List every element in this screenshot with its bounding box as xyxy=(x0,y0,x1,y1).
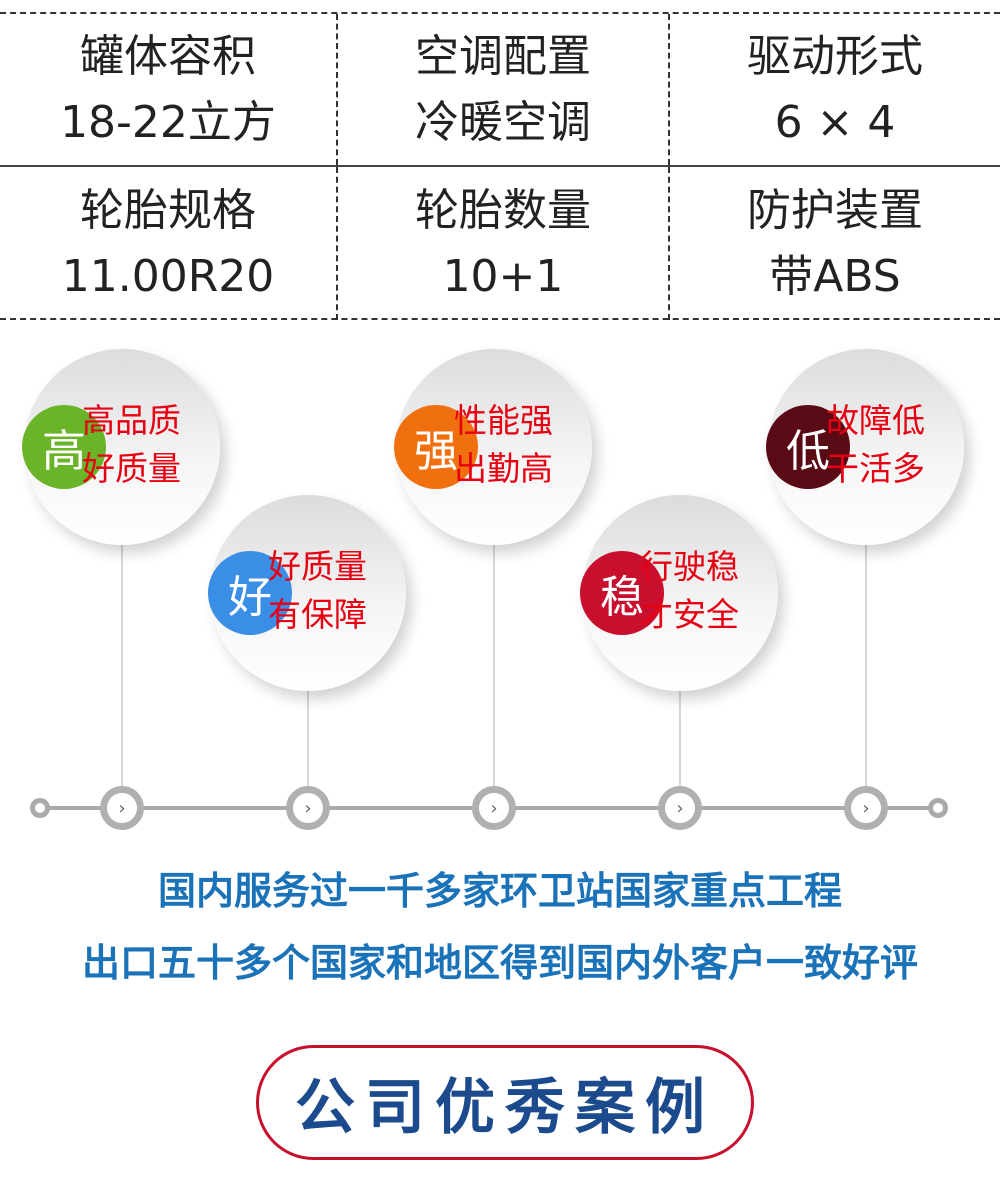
spec-value: 18-22立方 xyxy=(60,96,276,148)
timeline-end-dot xyxy=(928,798,948,818)
feature-line: 好质量 xyxy=(268,547,367,586)
timeline-stem xyxy=(121,447,123,808)
timeline-end-dot xyxy=(30,798,50,818)
feature-bubble: 高 高品质好质量 xyxy=(22,349,220,545)
chevron-right-icon: › xyxy=(118,797,126,819)
chevron-right-icon: › xyxy=(676,797,684,819)
spec-cell: 防护装置带ABS xyxy=(668,167,1000,320)
feature-text: 好质量有保障 xyxy=(268,543,367,639)
spec-cell: 空调配置冷暖空调 xyxy=(336,14,668,165)
section-title-pill: 公司优秀案例 xyxy=(256,1045,754,1160)
chevron-right-icon: › xyxy=(490,797,498,819)
feature-line: 高品质 xyxy=(82,401,181,440)
spec-table: 罐体容积 18-22立方 空调配置冷暖空调 驱动形式 6 × 4 轮胎规格 11.00… xyxy=(0,12,1000,320)
spec-cell: 轮胎数量 10+1 xyxy=(336,167,668,320)
timeline-stem xyxy=(865,447,867,808)
feature-text: 性能强出勤高 xyxy=(454,397,553,493)
feature-text: 行驶稳才安全 xyxy=(640,543,739,639)
spec-row: 轮胎规格 11.00R20 轮胎数量 10+1 防护装置带ABS xyxy=(0,167,1000,320)
feature-line: 故障低 xyxy=(826,401,925,440)
feature-badge: 强 xyxy=(394,405,478,489)
feature-badge: 高 xyxy=(22,405,106,489)
timeline-stem xyxy=(679,593,681,808)
slogan-line: 出口五十多个国家和地区得到国内外客户一致好评 xyxy=(81,941,918,985)
timeline-stem xyxy=(307,593,309,808)
spec-value: 10+1 xyxy=(442,250,564,302)
feature-line: 干活多 xyxy=(826,449,925,488)
spec-label: 防护装置 xyxy=(747,184,923,236)
feature-badge: 好 xyxy=(208,551,292,635)
feature-bubble: 低 故障低干活多 xyxy=(766,349,964,545)
section-title: 公司优秀案例 xyxy=(295,1073,715,1143)
timeline-node[interactable]: › xyxy=(658,786,702,830)
feature-bubble: 好 好质量有保障 xyxy=(208,495,406,691)
spec-label: 轮胎规格 xyxy=(80,184,256,236)
feature-badge: 低 xyxy=(766,405,850,489)
timeline-node[interactable]: › xyxy=(472,786,516,830)
spec-row: 罐体容积 18-22立方 空调配置冷暖空调 驱动形式 6 × 4 xyxy=(0,14,1000,167)
chevron-right-icon: › xyxy=(862,797,870,819)
spec-cell: 轮胎规格 11.00R20 xyxy=(0,167,336,320)
spec-label: 罐体容积 xyxy=(80,30,256,82)
feature-badge: 稳 xyxy=(580,551,664,635)
feature-line: 有保障 xyxy=(268,595,367,634)
feature-bubble: 稳 行驶稳才安全 xyxy=(580,495,778,691)
spec-label: 轮胎数量 xyxy=(415,184,591,236)
timeline-node[interactable]: › xyxy=(100,786,144,830)
timeline-stem xyxy=(493,447,495,808)
chevron-right-icon: › xyxy=(304,797,312,819)
feature-line: 出勤高 xyxy=(454,449,553,488)
spec-label: 空调配置 xyxy=(415,30,591,82)
feature-bubble: 强 性能强出勤高 xyxy=(394,349,592,545)
spec-value: 11.00R20 xyxy=(61,250,275,302)
timeline-node[interactable]: › xyxy=(844,786,888,830)
feature-line: 性能强 xyxy=(454,401,553,440)
feature-line: 好质量 xyxy=(82,449,181,488)
spec-value: 冷暖空调 xyxy=(415,96,591,148)
spec-value: 6 × 4 xyxy=(774,96,896,148)
spec-value: 带ABS xyxy=(769,250,901,302)
spec-label: 驱动形式 xyxy=(747,30,923,82)
feature-text: 故障低干活多 xyxy=(826,397,925,493)
timeline-node[interactable]: › xyxy=(286,786,330,830)
feature-line: 行驶稳 xyxy=(640,547,739,586)
feature-text: 高品质好质量 xyxy=(82,397,181,493)
spec-cell: 罐体容积 18-22立方 xyxy=(0,14,336,165)
feature-line: 才安全 xyxy=(640,595,739,634)
slogan-line: 国内服务过一千多家环卫站国家重点工程 xyxy=(157,869,842,913)
spec-cell: 驱动形式 6 × 4 xyxy=(668,14,1000,165)
